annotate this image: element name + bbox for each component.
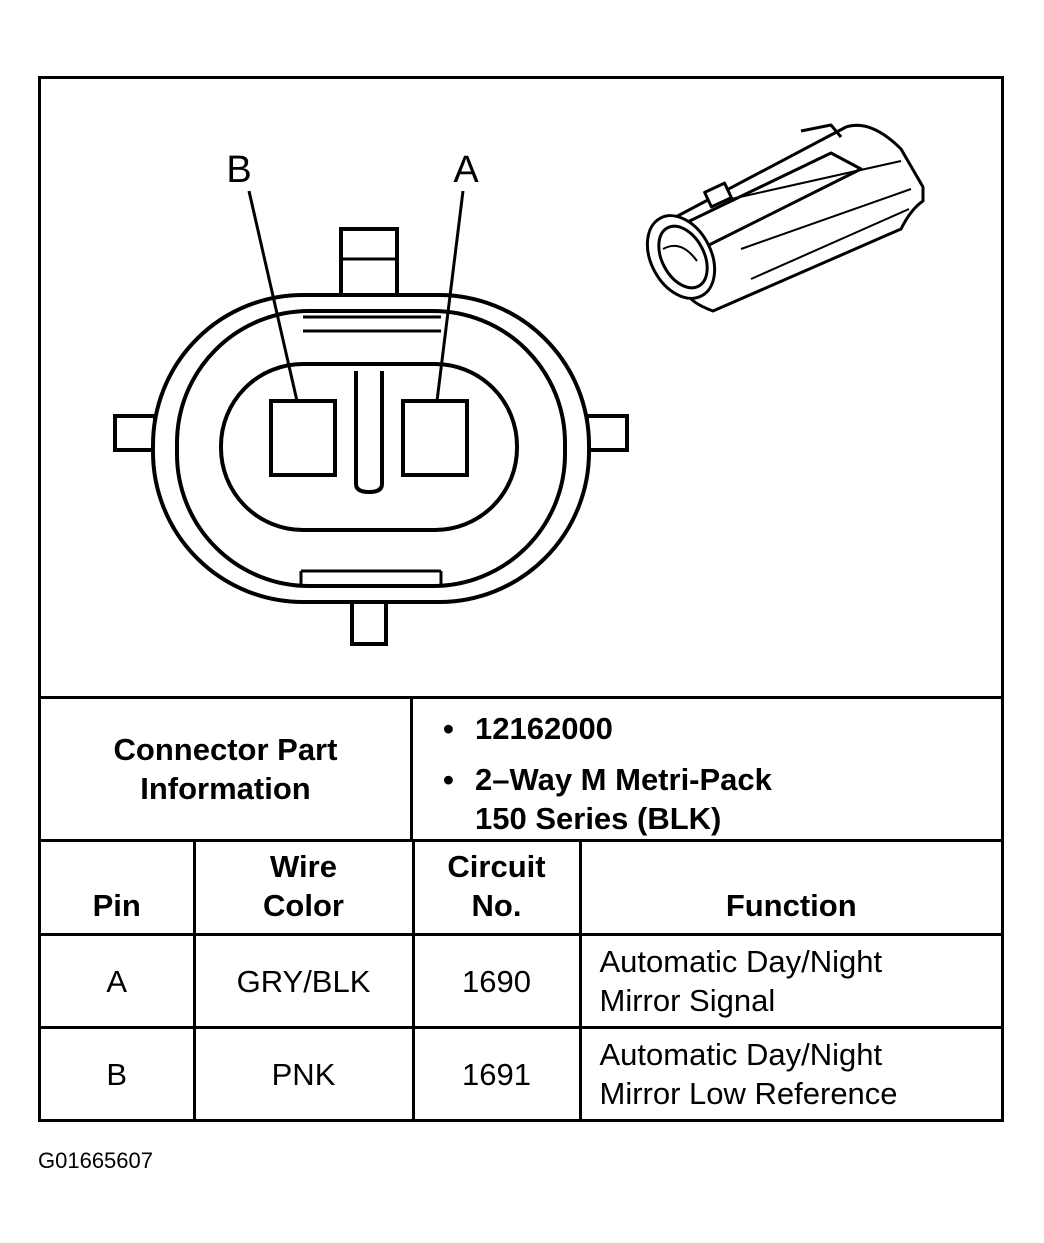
header-wire-color: Wire Color [192, 839, 415, 937]
connector-part-info-label: Connector Part Information [41, 699, 413, 839]
part-number-item: • 12162000 [443, 709, 1001, 748]
function-cell: Automatic Day/Night Mirror Low Reference [578, 1026, 1001, 1119]
description-line2: 150 Series (BLK) [475, 801, 722, 836]
header-function: Function [578, 839, 1001, 937]
part-number: 12162000 [475, 711, 613, 746]
connector-description-item: • 2–Way M Metri-Pack 150 Series (BLK) [443, 760, 1001, 838]
table-row: B PNK 1691 Automatic Day/Night Mirror Lo… [41, 1026, 1001, 1119]
bullet-icon: • [443, 762, 454, 797]
info-label-line1: Connector Part [113, 732, 338, 767]
figure-code: G01665607 [38, 1148, 153, 1173]
connector-part-info-values: • 12162000 • 2–Way M Metri-Pack 150 Seri… [413, 699, 1001, 839]
circuit-cell: 1691 [411, 1026, 582, 1119]
terminal-b [269, 399, 337, 477]
connector-face [113, 227, 629, 646]
description-line1: 2–Way M Metri-Pack [475, 762, 772, 797]
pin-a-leader [435, 190, 465, 402]
function-cell: Automatic Day/Night Mirror Signal [578, 933, 1001, 1029]
pin-table: Pin Wire Color Circuit No. Function A GR… [41, 839, 1001, 1119]
bullet-icon: • [443, 711, 454, 746]
header-circuit-no: Circuit No. [411, 839, 582, 937]
connector-diagram: B A [113, 123, 925, 646]
connector-sheet: B A [38, 76, 1004, 1122]
info-label-line2: Information [140, 771, 311, 806]
terminal-a [401, 399, 469, 477]
table-header-row: Pin Wire Color Circuit No. Function [41, 839, 1001, 937]
wire-color-cell: GRY/BLK [192, 933, 415, 1029]
pin-b-label: B [226, 149, 251, 191]
pin-b-leader [247, 190, 299, 402]
pin-cell: B [41, 1026, 196, 1119]
pin-cell: A [41, 933, 196, 1029]
connector-perspective-icon [645, 123, 925, 313]
circuit-cell: 1690 [411, 933, 582, 1029]
header-pin: Pin [41, 839, 196, 937]
table-row: A GRY/BLK 1690 Automatic Day/Night Mirro… [41, 933, 1001, 1029]
connector-part-info-row: Connector Part Information • 12162000 • … [41, 696, 1001, 842]
pin-a-label: A [453, 149, 479, 191]
wire-color-cell: PNK [192, 1026, 415, 1119]
